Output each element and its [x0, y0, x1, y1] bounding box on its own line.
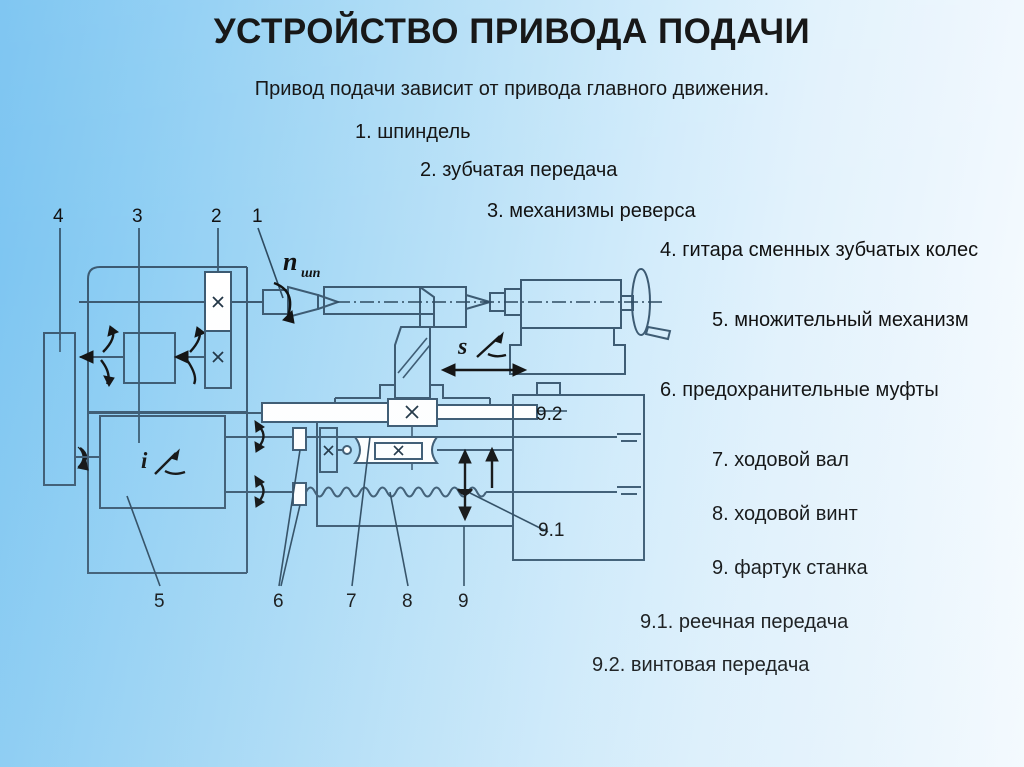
- callout-inner-9-1: 9.1: [538, 520, 565, 541]
- top-callout-leaders: [59, 227, 284, 443]
- reverse-arrow-right: [173, 326, 207, 385]
- tailstock-body: [509, 268, 672, 375]
- callout-top-1: 1: [252, 206, 263, 227]
- callout-bottom-9: 9: [458, 591, 469, 612]
- callout-inner-9-2: 9.2: [536, 404, 563, 425]
- spindle-speed-symbol: n: [283, 247, 297, 276]
- legend-item-9-1: 9.1. реечная передача: [640, 611, 849, 633]
- legend-item-4: 4. гитара сменных зубчатых колес: [660, 239, 979, 261]
- feed-direction-symbol: s: [440, 331, 528, 377]
- legend-item-3: 3. механизмы реверса: [487, 200, 696, 222]
- shaft-rotation-arrows: [254, 420, 265, 508]
- spindle-rotation-arrow: [273, 281, 295, 324]
- output-shafts: [225, 436, 300, 493]
- cutting-tool: [394, 326, 431, 399]
- feed-symbol-letter: s: [457, 334, 467, 360]
- spindle-assembly: [262, 285, 342, 319]
- legend-item-6: 6. предохранительные муфты: [660, 379, 939, 401]
- callout-top-3: 3: [132, 206, 143, 227]
- spindle-speed-subscript: шп: [301, 266, 321, 281]
- workpiece-body: [323, 286, 467, 328]
- clutch-left-of-multiplier: [75, 446, 100, 471]
- apron-right-box: [512, 394, 645, 561]
- apron-clutch-element: [352, 436, 440, 464]
- legend-item-8: 8. ходовой винт: [712, 503, 858, 525]
- ratio-symbol: i: [141, 448, 148, 473]
- callout-bottom-7: 7: [346, 591, 357, 612]
- rack-pinion-engagement: [457, 446, 499, 522]
- safety-clutch-upper: [292, 427, 307, 451]
- lead-screw: [261, 398, 538, 470]
- multiplier-mechanism-box: i: [99, 415, 226, 509]
- lead-rod-shaft: [305, 486, 513, 498]
- callout-top-4: 4: [53, 206, 64, 227]
- apron-top-tab: [536, 382, 561, 395]
- callout-bottom-8: 8: [402, 591, 413, 612]
- legend-item-5: 5. множительный механизм: [712, 309, 969, 331]
- drive-trunk-wiring: [79, 266, 262, 574]
- callout-top-2: 2: [211, 206, 222, 227]
- apron-gear-block: [319, 427, 352, 473]
- page-title: УСТРОЙСТВО ПРИВОДА ПОДАЧИ: [213, 12, 811, 51]
- page-subtitle: Привод подачи зависит от привода главног…: [254, 78, 770, 100]
- legend-item-2: 2. зубчатая передача: [420, 159, 618, 181]
- gear-guitar-block: [43, 332, 76, 486]
- apron-box: [316, 412, 514, 527]
- legend-item-7: 7. ходовой вал: [712, 449, 849, 471]
- leader-9-1: [469, 492, 549, 533]
- callout-bottom-5: 5: [154, 591, 165, 612]
- bottom-callout-leaders: [126, 436, 465, 587]
- callout-bottom-6: 6: [273, 591, 284, 612]
- legend-item-9: 9. фартук станка: [712, 557, 868, 579]
- gear-transmission-block: [204, 271, 232, 389]
- reverse-arrow-left: [78, 325, 120, 388]
- legend-item-1: 1. шпиндель: [355, 121, 471, 143]
- legend-item-9-2: 9.2. винтовая передача: [592, 654, 810, 676]
